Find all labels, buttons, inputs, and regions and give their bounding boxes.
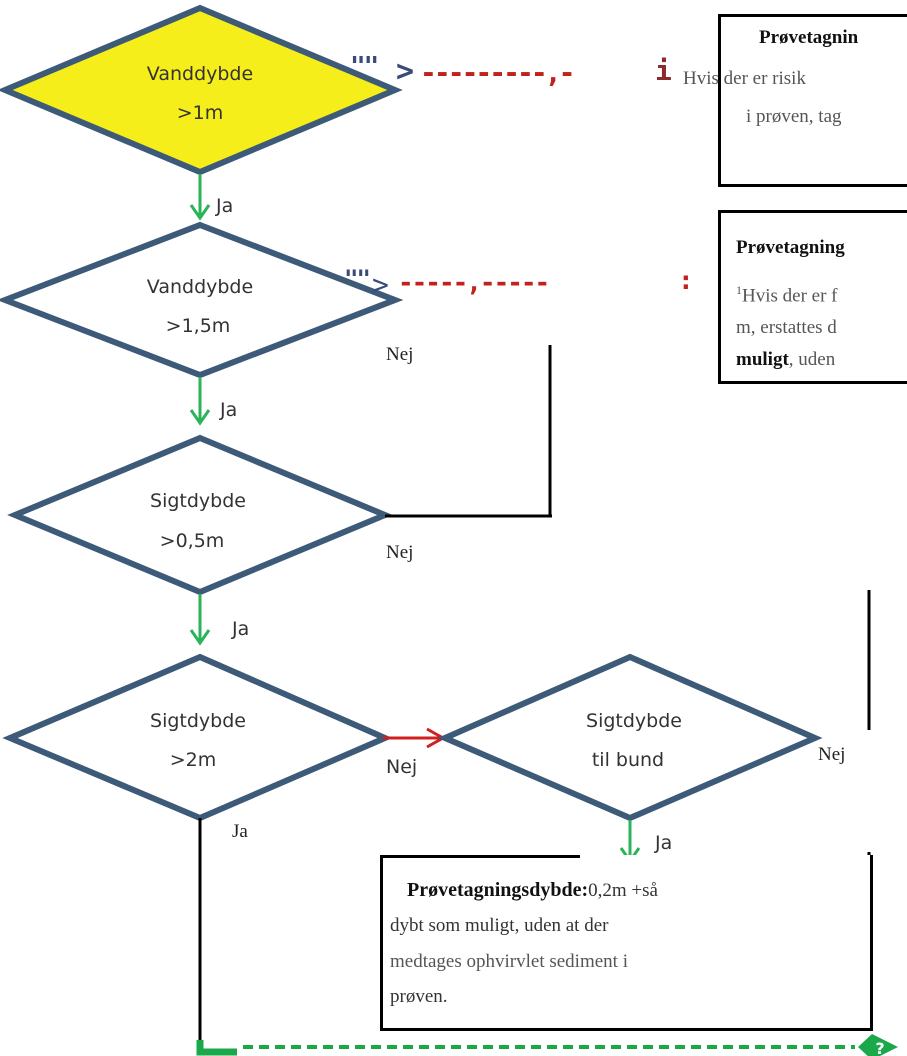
- note-box-2-line1: 1Hvis der er f: [736, 283, 838, 307]
- label-nej-4: Nej: [386, 756, 418, 778]
- decision-1-line1: Vanddybde: [147, 63, 253, 85]
- connector-1-mark: i: [655, 54, 672, 87]
- bottom-end-icon: [858, 1034, 898, 1056]
- connector-2-arrowhead: >: [372, 268, 389, 301]
- decision-2-line1: Vanddybde: [147, 276, 253, 298]
- decision-4-line1: Sigtdybde: [150, 710, 246, 732]
- bottom-question-mark: ?: [875, 1039, 884, 1056]
- connector-1-quote: "": [350, 52, 379, 82]
- decision-5-line1: Sigtdybde: [586, 710, 682, 732]
- label-nej-5: Nej: [818, 744, 846, 765]
- label-ja-3: Ja: [231, 618, 249, 640]
- note-box-2-line2: m, erstattes d: [736, 317, 837, 339]
- decision-4-line2: >2m: [170, 749, 217, 771]
- decision-3-line1: Sigtdybde: [150, 490, 246, 512]
- connector-2-mark: :: [678, 266, 694, 296]
- decision-sigtdybde-0-5m: [7, 434, 393, 596]
- note-box-2-title: Prøvetagning: [736, 237, 845, 258]
- decision-5-line2: til bund: [592, 749, 664, 771]
- decision-2-line2: >1,5m: [166, 315, 231, 337]
- note-box-1-title: Prøvetagnin: [759, 27, 859, 48]
- decision-1-line2: >1m: [177, 102, 224, 124]
- connector-1-dashes: ---------,-: [420, 56, 575, 89]
- note-box-3-line2: medtages ophvirvlet sediment i: [390, 951, 628, 972]
- note-box-3-line3: prøven.: [390, 986, 448, 1007]
- label-nej-2: Nej: [386, 344, 414, 365]
- decision-sigtdybde-til-bund: [437, 653, 823, 822]
- label-ja-1: Ja: [215, 195, 233, 217]
- note-box-2: Prøvetagning 1Hvis der er f m, erstattes…: [718, 210, 907, 384]
- connector-2-quote: "": [344, 265, 371, 293]
- connector-2-dashes: -----,-----: [398, 268, 550, 298]
- decision-3-line2: >0,5m: [160, 530, 225, 552]
- label-ja-2: Ja: [219, 399, 237, 421]
- bottom-green-corner: [196, 1040, 237, 1056]
- note-box-1-line1: Hvis der er risik: [683, 68, 806, 89]
- note-box-3-title-line: Prøvetagningsdybde:0,2m +så: [407, 879, 658, 901]
- label-ja-4: Ja: [232, 821, 248, 842]
- decision-vanddybde-1-5m: [0, 221, 404, 379]
- note-box-3-line1: dybt som muligt, uden at der: [390, 915, 609, 936]
- note-box-2-line3: muligt, uden: [736, 349, 836, 371]
- note-box-1-line2: i prøven, tag: [746, 106, 842, 127]
- note-box-3: Prøvetagningsdybde:0,2m +så dybt som mul…: [380, 855, 873, 1031]
- decision-sigtdybde-2m: [2, 653, 393, 822]
- decision-vanddybde-1m: [0, 4, 403, 176]
- connector-1-arrowhead: >: [396, 54, 415, 89]
- label-nej-3: Nej: [386, 542, 414, 563]
- note-box-1: Prøvetagnin: [718, 14, 907, 187]
- label-ja-5: Ja: [654, 832, 672, 854]
